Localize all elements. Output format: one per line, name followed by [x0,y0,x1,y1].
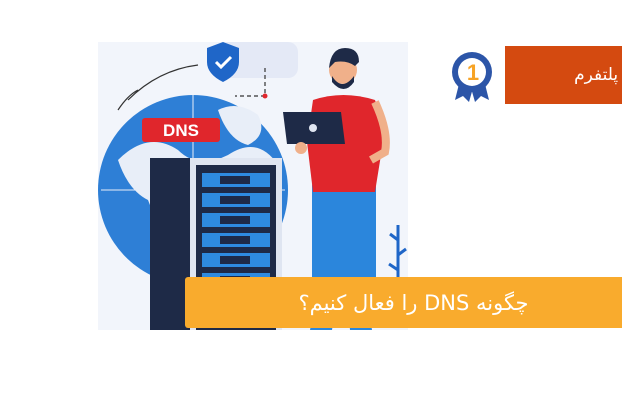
medal-rank-1-icon: 1 [452,52,492,102]
article-title-bar: چگونه DNS را فعال کنیم؟ [185,277,622,328]
dns-sign-text: DNS [163,121,199,140]
plant-icon [387,225,408,315]
badge-number: 1 [467,60,479,85]
platform-banner: ن پلتفرم [505,46,622,104]
shield-check-icon [207,42,239,82]
person-with-laptop [283,48,390,330]
platform-banner-label: ن پلتفرم [574,65,622,85]
dns-sign: DNS [142,118,220,142]
article-title: چگونه DNS را فعال کنیم؟ [298,290,529,315]
dns-illustration: DNS [98,42,408,330]
